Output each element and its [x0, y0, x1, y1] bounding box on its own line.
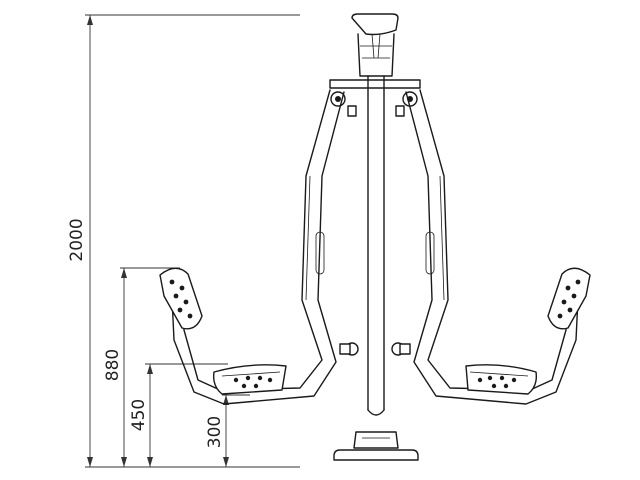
right-swing-arm: [391, 89, 579, 405]
top-pivots: [330, 91, 418, 117]
dim-label-450: 450: [129, 399, 149, 431]
right-hand-pad: [547, 267, 591, 330]
dim-label-880: 880: [103, 349, 123, 381]
dim-label-2000: 2000: [67, 218, 87, 261]
central-post: [329, 13, 421, 461]
left-swing-arm: [171, 89, 359, 405]
dimension-lines: [85, 14, 300, 468]
right-foot-pedal: [465, 364, 538, 395]
left-foot-pedal: [212, 364, 287, 395]
dim-label-300: 300: [205, 416, 225, 448]
left-hand-pad: [159, 267, 203, 330]
